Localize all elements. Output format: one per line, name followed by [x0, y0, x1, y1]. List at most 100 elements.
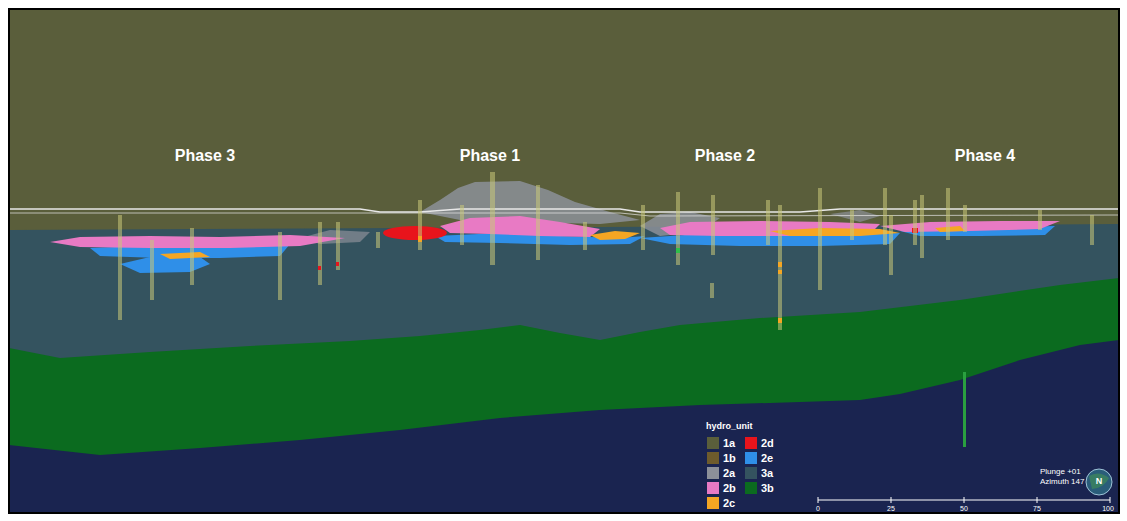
scale-bar	[818, 497, 1110, 503]
interval	[318, 266, 321, 270]
drillholes	[118, 172, 1094, 330]
legend-label: 3b	[761, 483, 774, 494]
phase-label: Phase 3	[175, 147, 235, 165]
drillhole	[711, 195, 715, 255]
drillhole	[818, 188, 822, 290]
surface-line	[9, 209, 1119, 212]
phase-label: Phase 2	[695, 147, 755, 165]
legend-swatch	[707, 482, 719, 494]
scale-tick	[1110, 497, 1111, 503]
unit-2b	[50, 235, 345, 248]
scale-tick	[964, 497, 965, 503]
drillhole	[336, 222, 340, 270]
unit-3b	[9, 278, 1119, 513]
drillhole	[150, 240, 154, 300]
interval	[778, 262, 782, 267]
legend-swatch	[745, 452, 757, 464]
scale-number: 0	[816, 505, 820, 513]
phase-label: Phase 4	[955, 147, 1015, 165]
drillhole	[710, 283, 714, 298]
drillhole	[1038, 210, 1042, 230]
legend-entry: 3a	[745, 467, 773, 479]
legend-swatch	[745, 467, 757, 479]
view-note: Plunge +01	[1040, 468, 1081, 477]
drillhole	[190, 228, 194, 285]
legend-entry: 1a	[707, 437, 735, 449]
drillhole	[850, 210, 854, 240]
scale-tick	[818, 497, 819, 503]
legend-title: hydro_unit	[706, 422, 753, 432]
legend-entry: 2d	[745, 437, 774, 449]
drillhole	[676, 192, 680, 265]
surface-line	[9, 213, 1119, 216]
legend-swatch	[745, 437, 757, 449]
interval	[778, 318, 782, 323]
unit-2c	[160, 252, 210, 259]
legend-swatch	[707, 437, 719, 449]
drillhole	[963, 205, 967, 232]
drillhole	[118, 215, 122, 320]
drillhole	[963, 372, 966, 447]
drillhole	[583, 222, 587, 250]
drillhole	[889, 215, 893, 275]
legend-swatch	[707, 497, 719, 509]
unit-2b	[880, 221, 1060, 232]
drillhole	[318, 222, 322, 285]
legend-entry: 2b	[707, 482, 736, 494]
compass-globe	[1086, 469, 1112, 495]
drillhole	[376, 232, 380, 248]
compass	[1086, 469, 1112, 495]
drillhole-intervals	[318, 236, 966, 447]
legend-entry: 2c	[707, 497, 735, 509]
interval	[336, 262, 339, 266]
drillhole	[460, 205, 464, 245]
legend-label: 1a	[723, 438, 735, 449]
scale-number: 50	[960, 505, 968, 513]
drillhole	[1090, 215, 1094, 245]
legend-label: 3a	[761, 468, 773, 479]
drillhole	[766, 200, 770, 245]
scale-number: 25	[887, 505, 895, 513]
legend-entry: 2e	[745, 452, 773, 464]
drillhole	[778, 205, 782, 330]
compass-land	[1089, 473, 1109, 489]
legend-entry: 3b	[745, 482, 774, 494]
interval	[418, 236, 422, 242]
unit-2e	[120, 257, 210, 273]
north-letter: N	[1096, 477, 1103, 487]
legend-label: 2c	[723, 498, 735, 509]
interval	[676, 248, 680, 253]
scale-tick	[891, 497, 892, 503]
ground-surface	[9, 209, 1119, 216]
scale-number: 75	[1033, 505, 1041, 513]
scale-number: 100	[1102, 505, 1114, 513]
legend-swatch	[745, 482, 757, 494]
unit-1a	[9, 9, 1119, 513]
legend-label: 1b	[723, 453, 736, 464]
drillhole	[920, 195, 924, 258]
legend-entry: 2a	[707, 467, 735, 479]
legend-label: 2a	[723, 468, 735, 479]
view-note: Azimuth 147	[1040, 478, 1084, 487]
scale-tick	[1037, 497, 1038, 503]
unit-2d	[383, 226, 447, 240]
geology	[9, 9, 1119, 513]
legend-label: 2d	[761, 438, 774, 449]
legend-swatch	[707, 467, 719, 479]
frame	[9, 9, 1119, 513]
drillhole	[278, 232, 282, 300]
basement	[9, 340, 1119, 513]
legend-swatch	[707, 452, 719, 464]
unit-2c	[770, 228, 900, 236]
legend-label: 2e	[761, 453, 773, 464]
phase-label: Phase 1	[460, 147, 520, 165]
drillhole	[913, 200, 917, 245]
interval	[778, 270, 782, 274]
drillhole	[490, 172, 495, 265]
drillhole	[536, 185, 540, 260]
drillhole	[946, 188, 950, 240]
drillhole	[418, 200, 422, 250]
drillhole	[883, 188, 887, 245]
